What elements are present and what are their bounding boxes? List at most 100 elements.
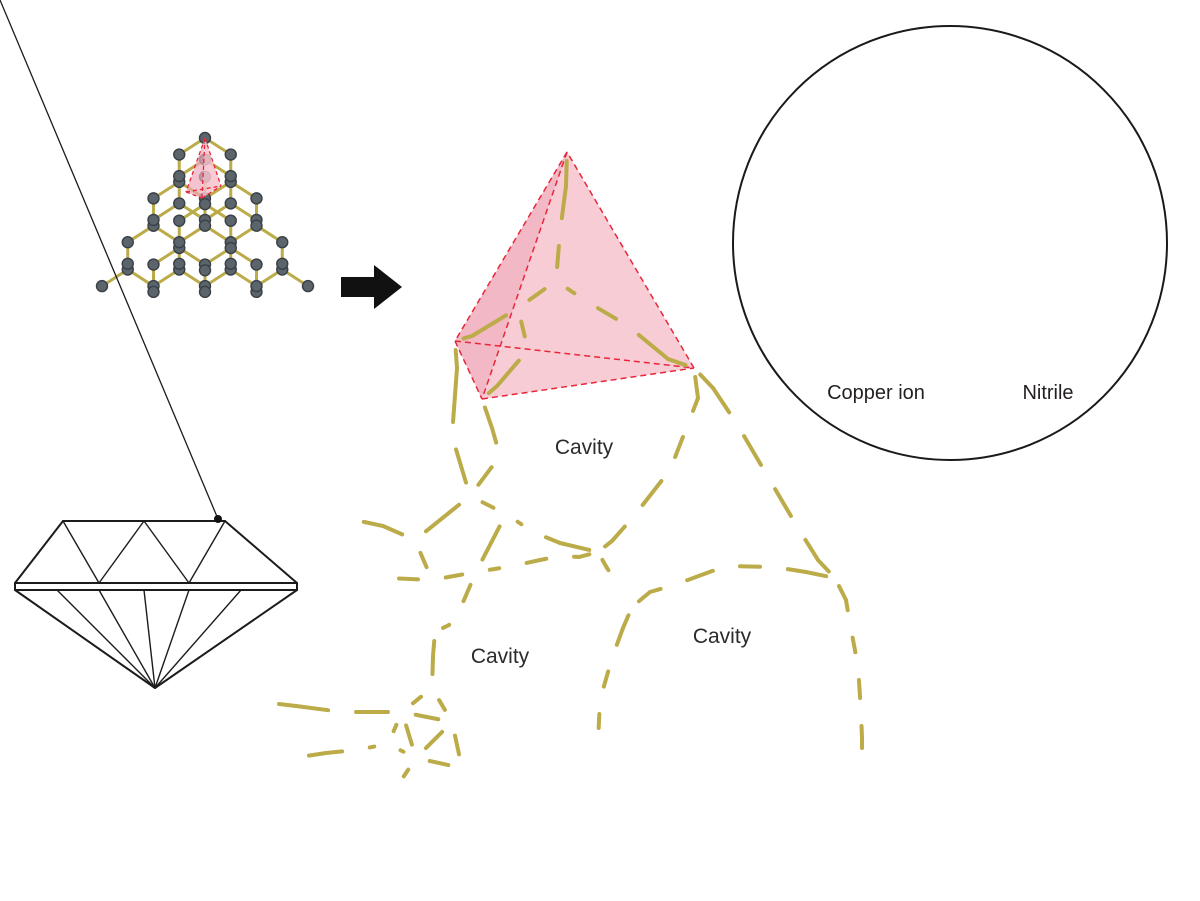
bond	[685, 568, 715, 583]
bond	[490, 426, 499, 445]
tetrahedron-edge	[454, 340, 483, 400]
gem-facet	[62, 520, 100, 584]
bond	[596, 306, 618, 321]
bond	[558, 541, 592, 552]
gem-outline	[14, 589, 156, 689]
cavity-label-1: Cavity	[555, 436, 614, 459]
lattice-tetrahedron-highlight	[185, 137, 222, 199]
bond	[361, 519, 385, 528]
tetrahedron-edge	[185, 185, 222, 193]
tetrahedron-edge	[454, 151, 568, 342]
bond	[423, 729, 445, 751]
tetrahedron-edge	[454, 340, 695, 369]
bond	[276, 702, 298, 708]
bond	[850, 635, 858, 655]
bond-layer	[276, 158, 864, 779]
bond	[773, 487, 793, 518]
transformation-arrow-icon	[341, 265, 402, 309]
bond	[413, 712, 441, 722]
bond	[564, 158, 569, 188]
gem-facet	[143, 520, 190, 584]
carbon-atom	[224, 214, 237, 227]
bond	[451, 366, 459, 425]
lattice-to-gem-connector	[0, 0, 222, 523]
bond	[621, 613, 631, 630]
molecular-framework	[276, 158, 864, 779]
bond	[565, 286, 577, 296]
gem-outline	[14, 520, 64, 584]
bond	[443, 572, 465, 580]
bond	[470, 313, 509, 338]
bond	[673, 435, 685, 459]
bond	[454, 447, 468, 485]
carbon-atom	[95, 279, 109, 293]
bond	[527, 287, 547, 302]
bond	[486, 384, 499, 396]
gem-facet	[98, 520, 145, 584]
carbon-atom	[147, 285, 160, 299]
bond	[555, 243, 561, 270]
bond	[431, 638, 437, 658]
gem-facet	[98, 589, 156, 689]
bond	[396, 576, 412, 581]
tetrahedron-edge	[185, 137, 206, 193]
bond	[577, 552, 592, 559]
diamond-gemstone-drawing	[14, 520, 298, 689]
bond	[648, 586, 663, 594]
bond	[410, 694, 424, 706]
tetrahedron-face	[202, 138, 221, 198]
carbon-atom	[173, 169, 186, 183]
carbon-atom	[224, 148, 237, 161]
bond	[401, 767, 411, 779]
bond	[856, 677, 863, 701]
carbon-atom	[173, 214, 186, 227]
bond	[381, 524, 405, 537]
copper-ion-label: Copper ion	[827, 382, 925, 404]
bond	[785, 567, 808, 574]
bond	[559, 184, 568, 221]
bond	[693, 374, 700, 400]
bond	[430, 654, 435, 677]
inset-circle	[732, 25, 1168, 461]
tetrahedron-face	[455, 152, 694, 399]
carbon-atom	[198, 197, 212, 211]
bond	[596, 711, 602, 731]
bond	[691, 396, 700, 413]
bond	[418, 550, 429, 570]
carbon-atom	[224, 241, 237, 255]
bond	[482, 405, 494, 430]
bond	[711, 386, 732, 415]
bond	[636, 332, 670, 361]
tetrahedron-edge	[566, 151, 695, 369]
bond	[605, 566, 611, 573]
carbon-atom	[224, 257, 237, 270]
gem-facet	[154, 589, 190, 689]
bond	[306, 751, 328, 758]
carbon-atom	[147, 258, 160, 271]
gem-facet	[56, 589, 156, 689]
tetrahedron-edge	[185, 191, 203, 199]
bond	[698, 372, 715, 390]
carbon-atom	[250, 279, 263, 293]
gem-facet	[143, 589, 156, 689]
bond	[452, 733, 462, 757]
bond	[640, 479, 664, 507]
gem-facet	[154, 589, 242, 689]
bond	[441, 623, 451, 630]
bond	[844, 598, 850, 613]
carbon-atom	[250, 192, 263, 205]
bond	[404, 723, 414, 747]
carbon-atom	[121, 236, 134, 249]
bond	[453, 347, 459, 370]
bond	[538, 556, 549, 562]
carbon-atom	[301, 279, 315, 293]
bond	[610, 524, 627, 543]
bond	[461, 582, 473, 604]
carbon-atom	[121, 257, 134, 270]
bond	[742, 434, 763, 467]
bond	[398, 748, 406, 754]
cavity-label-2: Cavity	[471, 645, 530, 668]
carbon-atom	[173, 236, 186, 249]
connector-line	[0, 0, 219, 520]
bond	[803, 537, 820, 562]
